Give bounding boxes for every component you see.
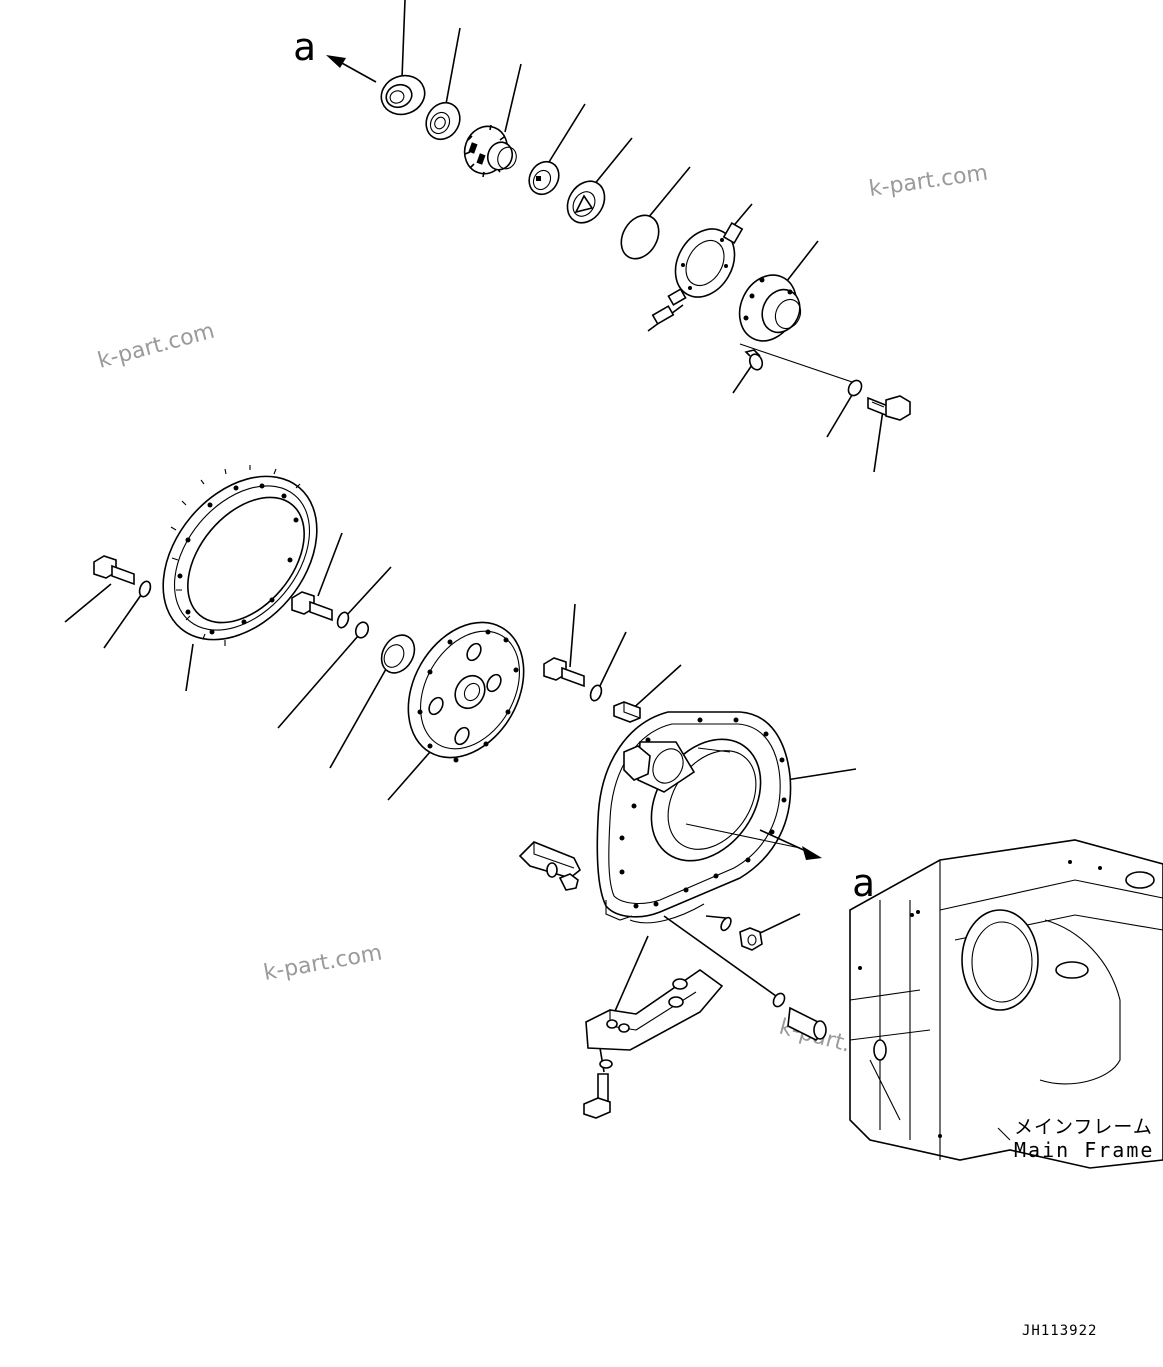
o-ring — [620, 214, 660, 260]
flywheel-housing — [596, 711, 801, 924]
watermark-3: k-part.com — [262, 940, 384, 985]
bolt-right — [543, 657, 585, 688]
washer-right — [589, 684, 603, 702]
washer-top — [847, 379, 863, 397]
drawing-code: JH113922 — [1022, 1323, 1097, 1339]
bolt-middle — [291, 591, 333, 622]
ring-gear — [162, 465, 318, 646]
washer-middle — [336, 611, 350, 629]
view-arrow-a-bottom: a — [759, 829, 875, 905]
watermark-2: k-part.com — [95, 319, 217, 374]
bearing-2 — [528, 160, 560, 196]
view-label-a-bottom: a — [852, 861, 875, 905]
washer-left — [138, 580, 152, 598]
washer-lower — [599, 1059, 613, 1069]
bolt-top — [867, 395, 911, 421]
bolt-bottom — [583, 1073, 611, 1119]
engine-mount — [585, 969, 724, 1051]
main-frame-label-en: Main Frame — [1014, 1138, 1154, 1162]
view-label-a-top: a — [293, 25, 316, 69]
seal-2 — [566, 180, 606, 224]
mount-bracket-upper — [518, 841, 582, 891]
seal-1 — [380, 74, 426, 116]
watermark-1: k-part.com — [867, 161, 989, 202]
hub-plate — [407, 621, 525, 763]
main-frame — [849, 839, 1163, 1169]
gear — [463, 124, 517, 178]
nut — [739, 927, 763, 951]
view-arrow-a-top: a — [293, 25, 377, 83]
shim-plate — [651, 221, 744, 325]
leader-lines-top — [401, 0, 884, 473]
bearing-cover — [738, 274, 802, 342]
bolt-bottom-right — [787, 1006, 827, 1041]
plug-small — [720, 916, 732, 932]
plug — [744, 349, 764, 371]
leader-lines-middle — [64, 532, 857, 801]
washer-bottom — [772, 992, 786, 1008]
bearing-1 — [425, 101, 461, 141]
bearing-middle — [380, 634, 416, 674]
main-frame-label-jp: メインフレーム — [1014, 1116, 1153, 1138]
bolt-left — [93, 555, 135, 586]
plain-washer — [354, 621, 370, 639]
bracket-clip — [613, 701, 641, 723]
